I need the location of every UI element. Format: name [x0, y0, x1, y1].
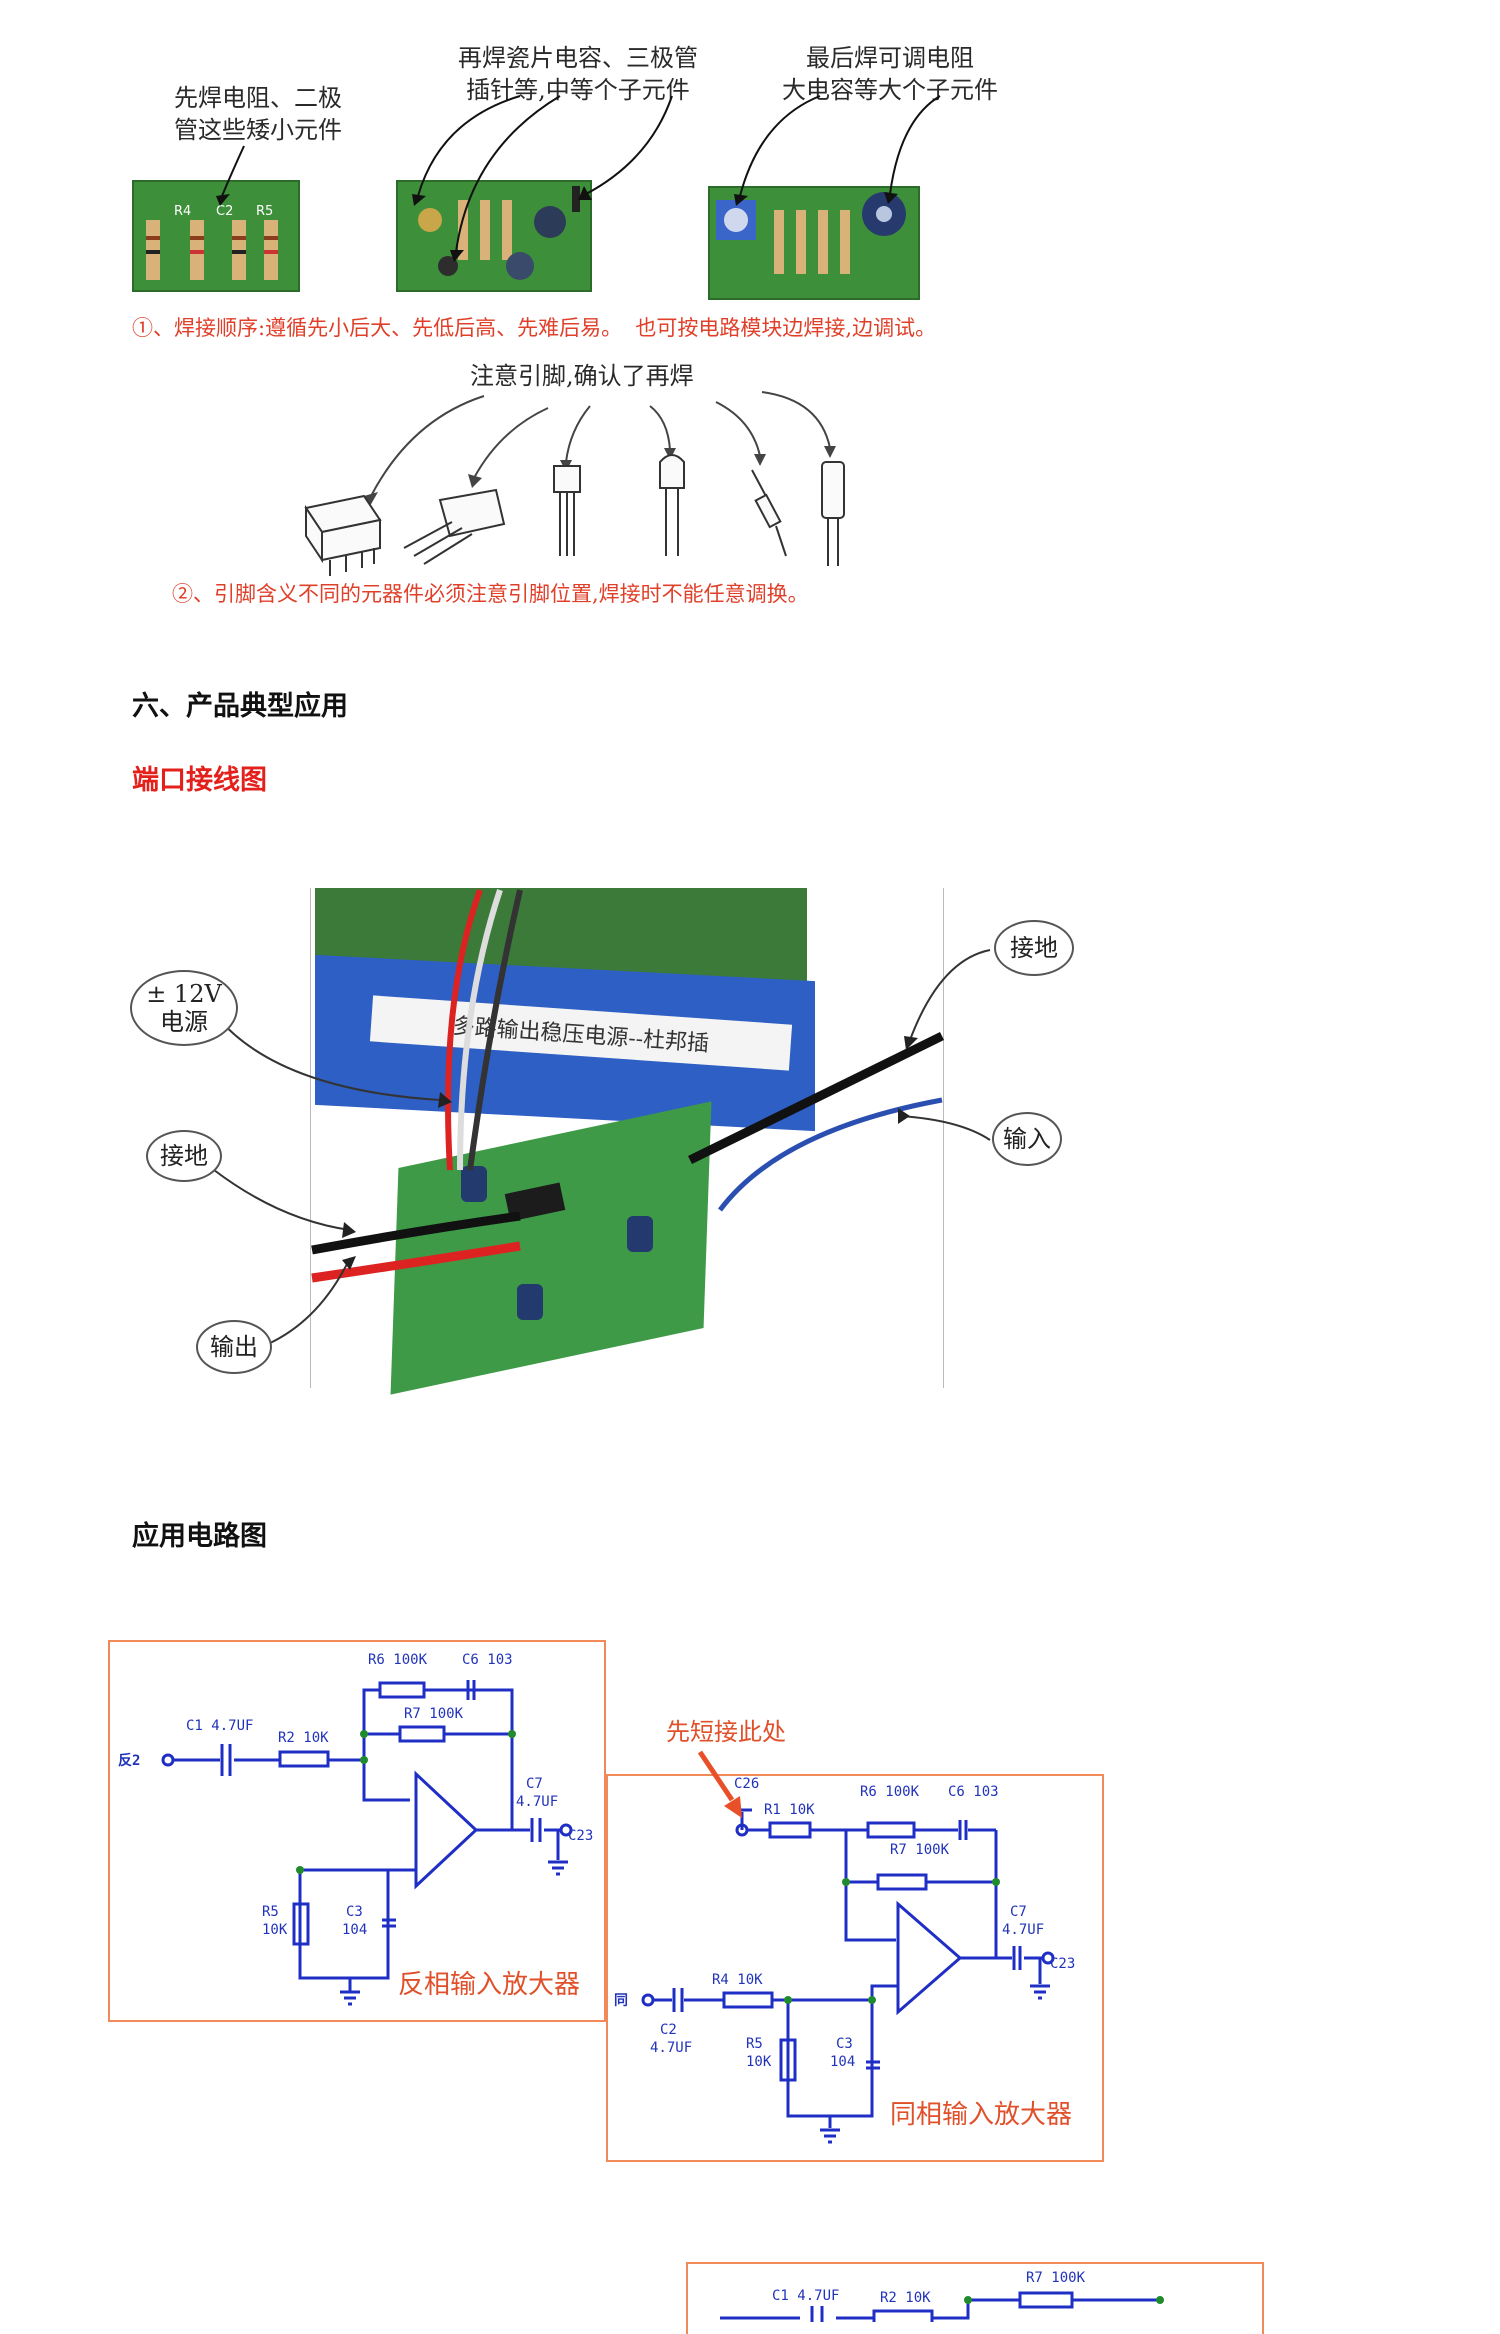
ic-chip-drawing	[304, 494, 382, 576]
noninv-r6-label: R6 100K	[860, 1784, 920, 1800]
noninv-r5v-label: 10K	[746, 2054, 772, 2070]
inv-c7v-label: 4.7UF	[516, 1794, 559, 1810]
pin-arrowheads	[364, 446, 836, 506]
callout-ground-right: 接地	[994, 920, 1074, 976]
pin-attention-note: 注意引脚,确认了再焊	[470, 362, 694, 390]
orange-arrow	[697, 1750, 742, 1818]
top-arrowheads	[216, 186, 898, 262]
noninverting-amp-label: 同相输入放大器	[890, 2100, 1073, 2130]
noninv-c26-label: C26	[734, 1776, 760, 1792]
partial-r7-label: R7 100K	[1026, 2270, 1086, 2286]
callout-output: 输出	[196, 1320, 272, 1374]
led-drawing	[659, 454, 685, 556]
noninv-c2v-label: 4.7UF	[650, 2040, 693, 2056]
pin-arrows	[369, 391, 831, 499]
pcb-label-r5: R5	[256, 204, 274, 219]
short-here-note: 先短接此处	[666, 1718, 786, 1746]
callout-ground-left: 接地	[146, 1130, 222, 1182]
inv-c1-label: C1 4.7UF	[186, 1718, 254, 1734]
transistor-drawing	[553, 465, 581, 556]
noninv-c7v-label: 4.7UF	[1002, 1922, 1045, 1938]
pcb3-components	[716, 192, 906, 274]
inv-c6-label: C6 103	[462, 1652, 513, 1668]
partial-c1-label: C1 4.7UF	[772, 2288, 840, 2304]
callout-power: ± 12V 电源	[130, 970, 238, 1046]
regulator-drawing	[403, 488, 506, 565]
noninv-r4-label: R4 10K	[712, 1972, 763, 1988]
inv-r2-label: R2 10K	[278, 1730, 329, 1746]
noninverting-amp-box	[606, 1774, 1104, 2162]
noninv-c3-label: C3	[836, 2036, 853, 2052]
inv-c3-label: C3	[346, 1904, 363, 1920]
inv-r7-label: R7 100K	[404, 1706, 464, 1722]
noninv-c6-label: C6 103	[948, 1784, 999, 1800]
noninv-c3v-label: 104	[830, 2054, 856, 2070]
soldering-rule-1: ①、焊接顺序:遵循先小后大、先低后高、先难后易。 也可按电路模块边焊接,边调试。	[132, 316, 937, 340]
diode-drawing	[751, 469, 787, 557]
top-arrows	[221, 95, 941, 253]
note-medium-components: 再焊瓷片电容、三极管 插针等,中等个子元件	[458, 44, 698, 104]
noninv-input-label: 同	[614, 1993, 628, 2009]
inverting-amp-box	[108, 1640, 606, 2022]
noninv-c23-label: C23	[1050, 1956, 1076, 1972]
app-circuit-title: 应用电路图	[132, 1521, 267, 1552]
noninv-r1-label: R1 10K	[764, 1802, 815, 1818]
inv-c3v-label: 104	[342, 1922, 368, 1938]
soldering-rule-2: ②、引脚含义不同的元器件必须注意引脚位置,焊接时不能任意调换。	[172, 582, 809, 606]
note-large-components: 最后焊可调电阻 大电容等大个子元件	[782, 44, 998, 104]
pcb-photo-medium	[396, 180, 592, 292]
cap-1	[461, 1166, 487, 1202]
note-small-components: 先焊电阻、二极 管这些矮小元件	[174, 84, 342, 144]
soldering-illustration	[146, 95, 941, 576]
noninv-c7-label: C7	[1010, 1904, 1027, 1920]
capacitor-drawing	[821, 461, 845, 566]
wiring-lines	[213, 888, 991, 1345]
inv-r5v-label: 10K	[262, 1922, 288, 1938]
cap-3	[517, 1284, 543, 1320]
inv-r6-label: R6 100K	[368, 1652, 428, 1668]
inv-input-label: 反2	[118, 1753, 141, 1769]
partial-r2-label: R2 10K	[880, 2290, 931, 2306]
pcb2-components	[418, 186, 580, 280]
inv-r5-label: R5	[262, 1904, 279, 1920]
callout-input: 输入	[992, 1112, 1062, 1166]
noninv-r7-label: R7 100K	[890, 1842, 950, 1858]
pcb-label-c2: C2	[216, 204, 234, 219]
cap-2	[627, 1216, 653, 1252]
noninv-c2-label: C2	[660, 2022, 677, 2038]
noninv-r5-label: R5	[746, 2036, 763, 2052]
pcb-label-r4: R4	[174, 204, 192, 219]
inverting-amp-label: 反相输入放大器	[398, 1970, 581, 2000]
wiring-photo: 多路输出稳压电源--杜邦插	[310, 888, 944, 1395]
inv-c23-label: C23	[568, 1828, 594, 1844]
port-wiring-title: 端口接线图	[132, 765, 267, 796]
pcb1-resistors	[146, 220, 278, 280]
inv-c7-label: C7	[526, 1776, 543, 1792]
section-6-title: 六、产品典型应用	[132, 691, 348, 722]
partial-amp-box	[686, 2262, 1264, 2334]
